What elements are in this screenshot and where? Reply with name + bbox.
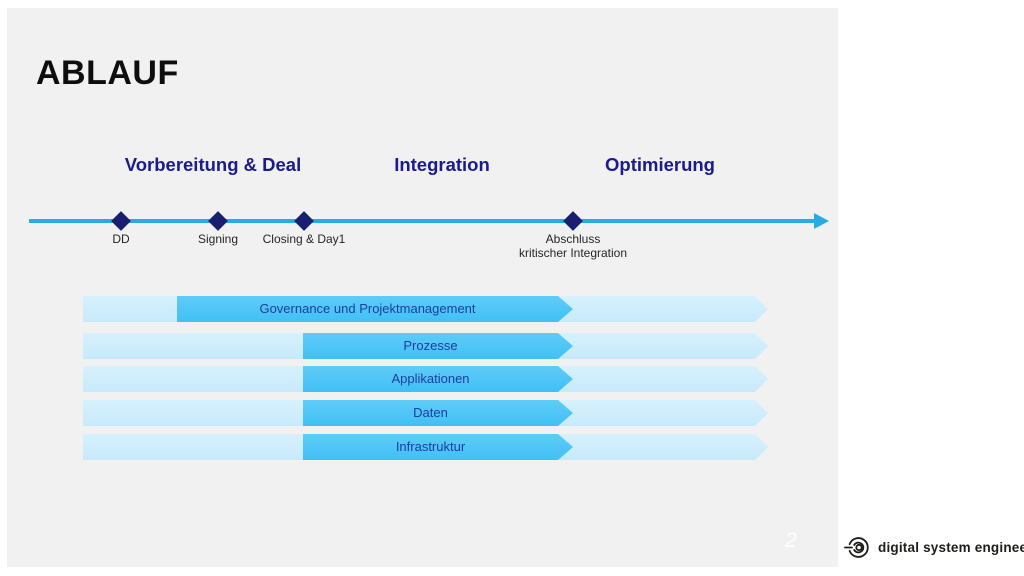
workstream-bar: Prozesse	[303, 333, 573, 359]
workstream-label: Infrastruktur	[395, 439, 466, 454]
milestone-label: Abschluss kritischer Integration	[518, 232, 628, 260]
company-logo: digital system engineering.	[844, 535, 1024, 560]
phase-header: Integration	[394, 154, 490, 175]
workstream-label: Daten	[413, 405, 448, 420]
workstream-bar: Infrastruktur	[303, 434, 573, 460]
workstream-bar: Governance und Projektmanagement	[177, 296, 573, 322]
milestone-label: Signing	[197, 232, 239, 246]
phase-header: Optimierung	[605, 154, 715, 175]
workstream-row: Infrastruktur	[0, 434, 1024, 460]
timeline-axis	[29, 219, 816, 223]
workstream-label: Governance und Projektmanagement	[259, 301, 476, 316]
workstream-row: Governance und Projektmanagement	[0, 296, 1024, 322]
workstream-row: Daten	[0, 400, 1024, 426]
milestone-label: DD	[112, 232, 130, 246]
page-number: 2	[785, 529, 797, 552]
workstream-label: Applikationen	[391, 371, 470, 386]
workstream-label: Prozesse	[403, 338, 458, 353]
logo-co-circle-icon	[844, 537, 869, 558]
milestone-label: Closing & Day1	[262, 232, 346, 246]
workstream-row: Prozesse	[0, 333, 1024, 359]
slide-background	[7, 8, 838, 567]
slide-title: ABLAUF	[36, 53, 179, 92]
timeline-arrowhead-icon	[814, 213, 829, 229]
workstream-bar: Applikationen	[303, 366, 573, 392]
workstream-row: Applikationen	[0, 366, 1024, 392]
workstream-bar: Daten	[303, 400, 573, 426]
phase-header: Vorbereitung & Deal	[124, 154, 302, 175]
logo-text: digital system engineering.	[878, 540, 1024, 555]
